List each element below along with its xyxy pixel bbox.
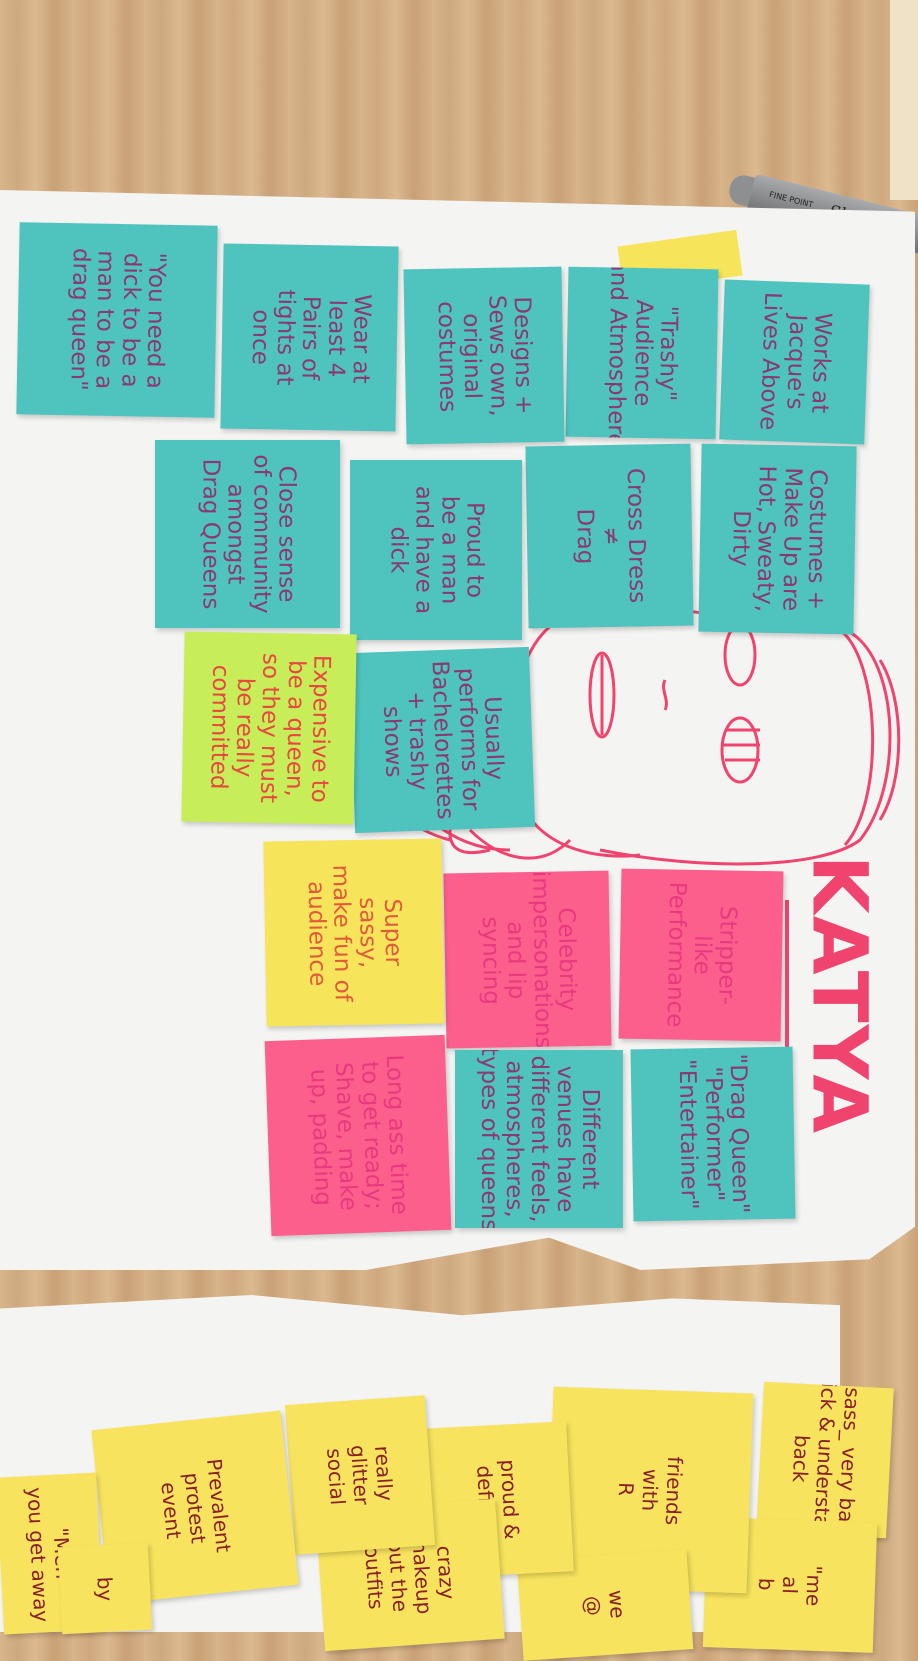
note-drag-queen-terms: "Drag Queen" "Performer" "Entertainer"	[630, 1046, 796, 1222]
note-dick-quote: "You need a dick to be a man to be a dra…	[16, 222, 218, 418]
note-costumes-makeup: Costumes + Make Up are Hot, Sweaty, Dirt…	[698, 443, 857, 635]
note-proud: Proud to be a man and have a dick	[350, 460, 522, 640]
note-different-venues: Different venues have different feels, a…	[455, 1050, 623, 1228]
note-celebrity: Celebrity impersonations and lip syncing	[443, 870, 612, 1049]
note-super-sassy: Super sassy, make fun of audience	[263, 838, 445, 1027]
note-works-at: Works at Jacque's Lives Above	[719, 279, 870, 445]
wood-edge	[890, 0, 918, 200]
marker-sub: FINE POINT	[768, 189, 815, 210]
note-stripper: Stripper- like Performance	[618, 868, 784, 1042]
note-designs: Designs + Sews own, original costumes	[403, 266, 565, 445]
bottom-note-4: really glitter social	[284, 1395, 436, 1555]
note-expensive: Expensive to be a queen, so they must be…	[181, 631, 357, 825]
note-long-ass-time: Long ass time to get ready; Shave, make …	[264, 1034, 452, 1237]
note-trashy: "Trashy" Audience and Atmosphere	[565, 266, 719, 440]
bottom-note-10: by	[57, 1542, 153, 1635]
bottom-note-1: sass_ very bad quick & understands back	[756, 1381, 894, 1539]
title-underline	[785, 900, 789, 1100]
note-cross-dress: Cross Dress ≠ Drag	[525, 443, 694, 629]
note-wear-tights: Wear at least 4 Pairs of tights at once	[220, 243, 399, 432]
note-bachelorettes: Usually performs for Bachelorettes + tra…	[348, 646, 536, 834]
note-close-sense: Close sense of community amongst Drag Qu…	[155, 440, 340, 628]
